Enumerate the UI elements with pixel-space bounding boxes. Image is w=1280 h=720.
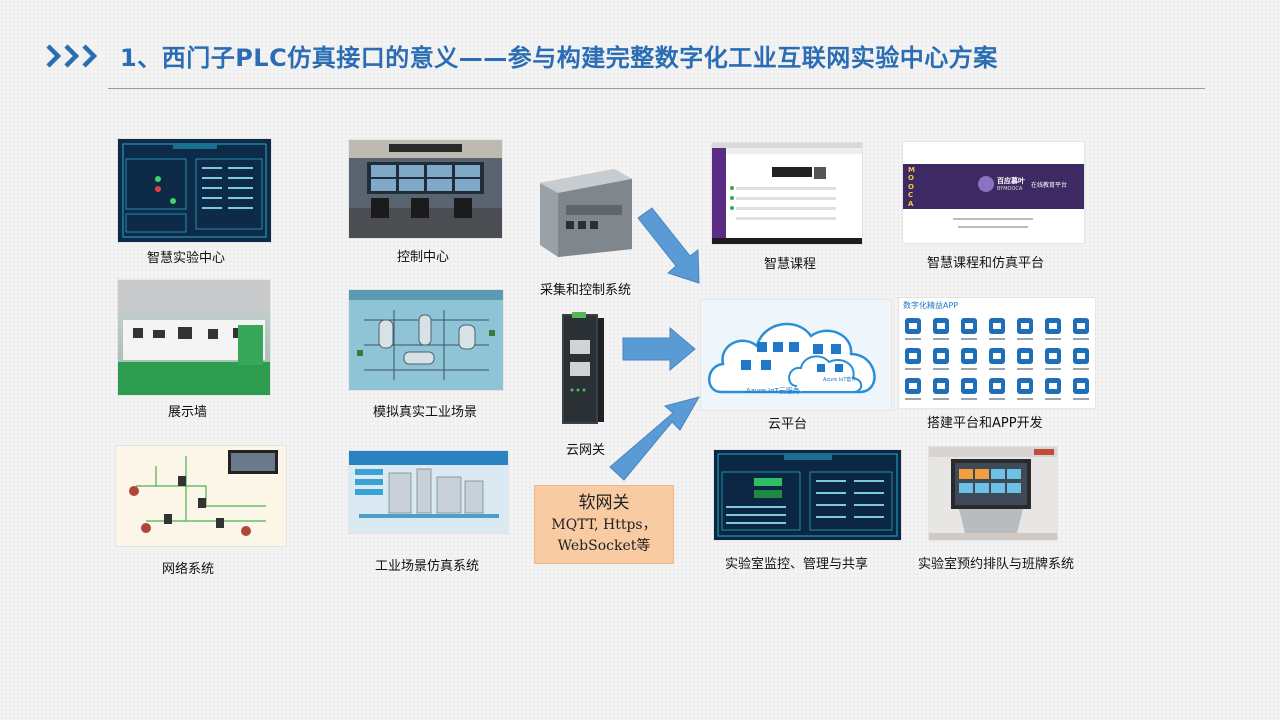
mooc-platform-image: M O O C A 百应慕叶 BYMOOCA 在线教育平台 [903,142,1084,243]
caption-control-center: 控制中心 [397,250,450,265]
mooc-letter: C [908,191,914,200]
plc-device-image [536,165,633,257]
title-divider [108,88,1205,89]
industrial-scene-image [349,290,503,390]
smart-lab-image [118,139,271,242]
smart-course-image [712,143,862,244]
soft-gateway-websocket: WebSocket等 [557,538,651,554]
chevron-right-icon [46,44,98,68]
app-panel-header: 数字化精益APP [903,301,959,310]
caption-network-system: 网络系统 [162,562,215,577]
mooc-letter: O [908,182,914,191]
mooc-letter: A [908,199,914,208]
network-system-image [116,446,286,546]
display-wall-image [118,280,270,395]
caption-industrial-scene: 模拟真实工业场景 [373,405,478,420]
mooc-brand-en: BYMOOCA [997,186,1023,192]
caption-cloud-platform: 云平台 [768,417,808,432]
arrow-softgw-to-cloud [609,396,701,481]
mooc-platform-label: 在线教育平台 [1031,182,1068,189]
cloud-platform-image: Azure IoT云服务 Azure IoT套件 [701,300,891,410]
arrow-gateway-to-cloud [622,326,696,372]
mooc-text-line [958,226,1028,228]
caption-mooc: 智慧课程和仿真平台 [927,256,1045,271]
caption-app-development: 搭建平台和APP开发 [927,416,1043,431]
caption-smart-lab: 智慧实验中心 [147,251,226,266]
page-title: 1、西门子PLC仿真接口的意义——参与构建完整数字化工业互联网实验中心方案 [120,44,998,72]
lab-booking-image [929,447,1057,540]
mooc-letter: M [908,166,915,174]
lab-monitoring-image [714,450,901,540]
caption-display-wall: 展示墙 [168,405,208,420]
mooc-letter: O [908,174,914,183]
cloud-gateway-device-image [560,310,606,427]
simulation-system-image [349,451,508,533]
cloud-suite-label: Azure IoT套件 [823,377,857,383]
mooc-brand: 百应慕叶 [997,177,1025,185]
soft-gateway-title: 软网关 [578,493,630,513]
soft-gateway-box: 软网关 MQTT, Https， WebSocket等 [534,485,674,564]
mooc-text-line [953,218,1033,220]
caption-plc: 采集和控制系统 [540,283,632,298]
app-development-image: 数字化精益APP [899,298,1095,408]
caption-smart-course: 智慧课程 [764,257,817,272]
cloud-service-label: Azure IoT云服务 [746,387,800,395]
caption-simulation-system: 工业场景仿真系统 [375,559,480,574]
control-center-image [349,140,502,238]
caption-lab-monitoring: 实验室监控、管理与共享 [725,557,869,572]
caption-lab-booking: 实验室预约排队与班牌系统 [918,557,1075,572]
mooc-logo-icon [978,176,994,192]
arrow-plc-to-cloud [637,207,700,284]
cloud-icon [701,300,891,410]
dashboard-thumbnail [118,139,271,242]
app-icon-grid [905,318,1089,400]
caption-cloud-gateway: 云网关 [566,443,606,458]
soft-gateway-protocols: MQTT, Https， [551,517,657,533]
mooc-letters: M O O C A [908,166,920,208]
